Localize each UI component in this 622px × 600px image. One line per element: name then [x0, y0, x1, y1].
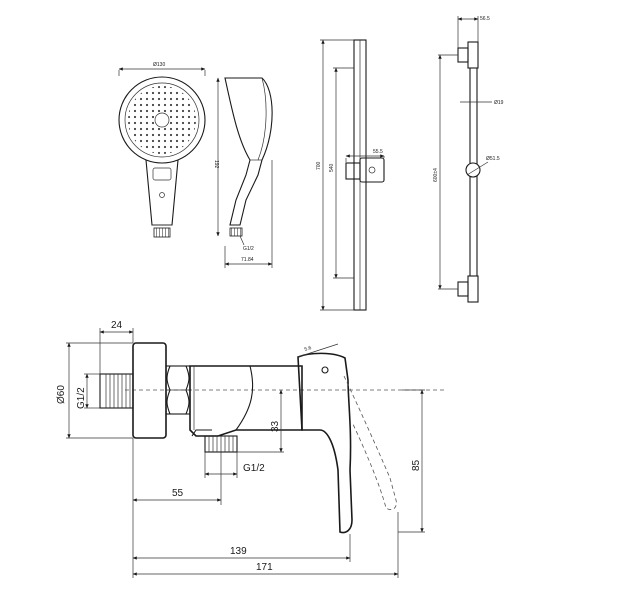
mixer-lever-tilt-callout: 5.6 — [297, 343, 339, 358]
mixer-outlet-height-dimension: 33 — [237, 389, 284, 453]
mixer-flange-depth-label: 24 — [111, 320, 123, 331]
slide-rail-bar-diameter-dimension: Ø19 — [460, 100, 504, 106]
slide-rail-bar-dimension: 540 — [329, 67, 354, 279]
handshower-front-view — [118, 76, 206, 238]
slide-rail-bar-label: 540 — [329, 163, 335, 172]
mixer-wall-flange — [125, 342, 445, 439]
mixer-outlet-thread-dimension: G1/2 — [204, 452, 265, 478]
slide-rail-holder-dimension: 55.5 — [345, 149, 385, 162]
mixer-inlet-thread — [99, 373, 134, 409]
slide-rail-total-dimension: 700 — [316, 39, 354, 311]
handshower-thread-callout: G1/2 — [239, 235, 254, 252]
mixer-body-length-label: 139 — [230, 546, 247, 557]
handshower-length-dimension: 192 — [213, 77, 220, 237]
slide-rail-holder-diameter-label: Ø51.5 — [486, 156, 500, 162]
handshower-length-label: 192 — [213, 160, 219, 169]
mixer-outlet-height-label: 33 — [270, 420, 281, 432]
handshower-width-label: 71.84 — [241, 257, 254, 263]
slide-rail-spacing-dimension: 600±4 — [433, 54, 458, 290]
handshower-side-view — [224, 77, 273, 237]
slide-rail-front-view — [345, 39, 385, 311]
mixer-flange-diameter-label: Ø60 — [56, 385, 67, 404]
mixer-lever-rotated-outline — [343, 375, 397, 510]
mixer-total-length-dimension: 171 — [132, 512, 399, 578]
mixer-outlet-thread-label: G1/2 — [243, 463, 265, 474]
handshower-diameter-dimension: Ø130 — [118, 62, 206, 76]
mixer-lever-height-dimension: 85 — [398, 389, 425, 533]
mixer-body-length-dimension: 139 — [132, 505, 351, 578]
slide-rail-top-width-dimension: 56.5 — [457, 16, 490, 48]
slide-rail-top-width-label: 56.5 — [480, 16, 490, 22]
mixer-outlet-offset-label: 55 — [172, 488, 184, 499]
mixer-outlet-offset-dimension: 55 — [132, 438, 222, 505]
mixer-lever-height-label: 85 — [411, 459, 422, 471]
handshower-diameter-label: Ø130 — [153, 62, 165, 68]
mixer-total-length-label: 171 — [256, 562, 273, 573]
slide-rail-side-view — [457, 41, 481, 303]
handshower-thread-label: G1/2 — [243, 246, 254, 252]
slide-rail-spacing-label: 600±4 — [433, 168, 439, 182]
slide-rail-holder-diameter-dimension: Ø51.5 — [466, 156, 500, 176]
slide-rail-bar-diameter-label: Ø19 — [494, 100, 504, 106]
handshower-width-dimension: 71.84 — [224, 160, 273, 268]
slide-rail-holder-label: 55.5 — [373, 149, 383, 155]
mixer-inlet-thread-label: G1/2 — [76, 387, 87, 409]
mixer-connector-nut — [165, 365, 191, 415]
slide-rail-total-label: 700 — [316, 161, 322, 170]
mixer-flange-depth-dimension: 24 — [99, 320, 134, 374]
mixer-lever-handle[interactable] — [297, 352, 353, 534]
mixer-outlet-thread — [204, 435, 238, 453]
mixer-lever-tilt-label: 5.6 — [304, 345, 313, 353]
mixer-flange-diameter-dimension: Ø60 — [56, 342, 133, 439]
mixer-inlet-thread-dimension: G1/2 — [76, 373, 100, 409]
mixer-body — [189, 365, 303, 437]
